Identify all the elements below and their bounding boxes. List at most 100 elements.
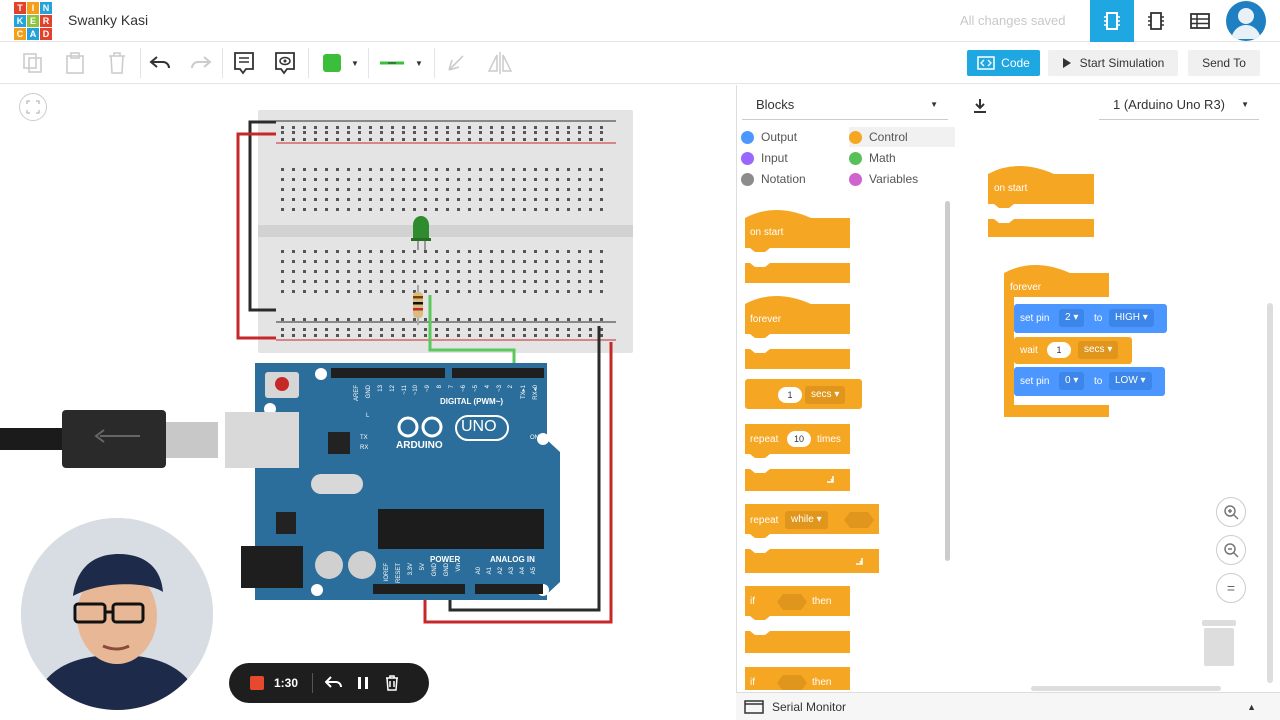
device-select[interactable]: 1 (Arduino Uno R3) ▼ [1099,90,1259,120]
workspace-forever-label: forever [1010,282,1042,293]
workspace-horizontal-scrollbar[interactable] [1031,686,1221,691]
color-picker[interactable]: ▼ [316,50,366,76]
palette-on-start-block[interactable] [745,210,850,283]
pin-label: 2 [508,385,515,389]
palette-scrollbar[interactable] [945,201,950,561]
palette-repeat-block[interactable] [745,424,850,491]
pin-label: ~6 [460,385,467,392]
workspace-vertical-scrollbar[interactable] [1267,303,1273,683]
category-output[interactable]: Output [741,127,797,147]
zoom-out-button[interactable] [1216,535,1246,565]
serial-monitor-label: Serial Monitor [772,699,847,714]
wire-red[interactable] [236,132,276,340]
arduino-brand-label: ARDUINO [396,440,443,451]
blocks-mode-value: Blocks [756,97,795,112]
led[interactable] [411,216,431,250]
start-simulation-button[interactable]: Start Simulation [1048,50,1178,76]
wait-unit-dropdown[interactable]: secs ▾ [1078,341,1119,359]
reset-zoom-button[interactable]: = [1216,573,1246,603]
category-dot [849,172,862,186]
category-math[interactable]: Math [849,148,896,168]
serial-monitor-bar[interactable]: Serial Monitor ▲ [736,692,1280,720]
fit-view-button[interactable] [19,93,47,121]
mirror-button[interactable] [485,50,515,76]
set-pin-1-pin-dropdown[interactable]: 2 ▾ [1059,309,1085,327]
delete-button[interactable] [104,50,130,76]
zoom-in-button[interactable] [1216,497,1246,527]
palette-if-block[interactable] [745,586,850,653]
wire-black[interactable] [248,120,276,312]
code-button-label: Code [1001,56,1030,70]
component-list-button[interactable] [1178,0,1222,42]
palette-repeat-count[interactable]: 10 [787,431,811,447]
rotate-button[interactable] [443,50,469,76]
recorder-delete-button[interactable] [385,675,399,691]
pin-label: 3.3V [408,563,414,576]
redo-icon [191,56,212,69]
palette-repeat-while-mode[interactable]: while ▾ [785,511,828,529]
send-to-button[interactable]: Send To [1188,50,1260,76]
pin-label: A5 [531,567,537,575]
palette-forever-label: forever [750,314,782,325]
breadboard[interactable] [258,110,633,353]
tinkercad-logo[interactable]: T I N K E R C A D [14,2,52,40]
set-pin-2-value-dropdown[interactable]: LOW ▾ [1109,372,1152,390]
circuit-view-button[interactable] [1090,0,1134,42]
category-input[interactable]: Input [741,148,788,168]
arduino-model-label: UNO [461,418,497,435]
set-pin-2-pin-dropdown[interactable]: 0 ▾ [1059,372,1085,390]
wire-green[interactable] [428,295,516,372]
download-code-button[interactable] [965,93,995,119]
category-label: Control [869,130,908,144]
logo-letter: I [27,2,39,14]
palette-wait-unit-label: secs [811,389,832,400]
arduino-board[interactable] [225,363,560,600]
wire-5v[interactable] [423,342,613,624]
logo-letter: E [27,15,39,27]
workspace-forever-block[interactable] [1004,265,1109,417]
resistor[interactable] [413,285,423,325]
save-status: All changes saved [960,13,1066,28]
category-label: Input [761,151,788,165]
trash-button[interactable] [1201,618,1237,668]
copy-button[interactable] [20,50,46,76]
device-select-value: 1 (Arduino Uno R3) [1113,97,1225,112]
user-avatar[interactable] [1226,1,1266,41]
palette-wait-value[interactable]: 1 [778,387,802,403]
set-pin-1-value-dropdown[interactable]: HIGH ▾ [1109,309,1154,327]
category-variables[interactable]: Variables [849,169,918,189]
pin-label: TX▸1 [521,385,528,400]
set-pin-1-to-label: to [1094,313,1103,324]
recorder-undo-button[interactable] [325,676,343,690]
category-control[interactable]: Control [849,127,955,147]
pin-label: GND [432,563,438,577]
component-list-icon [1190,13,1210,29]
schematic-view-button[interactable] [1134,0,1178,42]
category-dot [741,151,754,165]
pin-label: RESET [396,563,402,584]
chevron-down-icon: ▼ [930,100,938,109]
usb-cable[interactable] [0,410,218,468]
notes-button[interactable] [231,50,257,76]
notes-visibility-button[interactable] [272,50,298,76]
pin-label: GND [444,563,450,577]
trash-icon [1202,620,1236,666]
blocks-mode-select[interactable]: Blocks ▼ [742,90,948,120]
set-pin-2-label: set pin [1020,376,1050,387]
pin-label: 12 [389,385,396,392]
recorder-pause-button[interactable] [357,676,369,690]
schematic-view-icon [1148,12,1164,30]
paste-button[interactable] [62,50,88,76]
palette-wait-unit[interactable]: secs ▾ [805,386,846,404]
palette-forever-block[interactable] [745,296,850,369]
stop-recording-button[interactable] [250,676,264,690]
project-title[interactable]: Swanky Kasi [68,12,149,28]
code-button[interactable]: Code [967,50,1040,76]
wire-type-picker[interactable]: ▼ [374,50,428,76]
chevron-down-icon: ▼ [351,58,359,68]
undo-button[interactable] [147,50,173,76]
category-notation[interactable]: Notation [741,169,806,189]
wait-value[interactable]: 1 [1047,342,1071,358]
redo-button[interactable] [188,50,214,76]
workspace-on-start-block[interactable] [988,166,1094,237]
